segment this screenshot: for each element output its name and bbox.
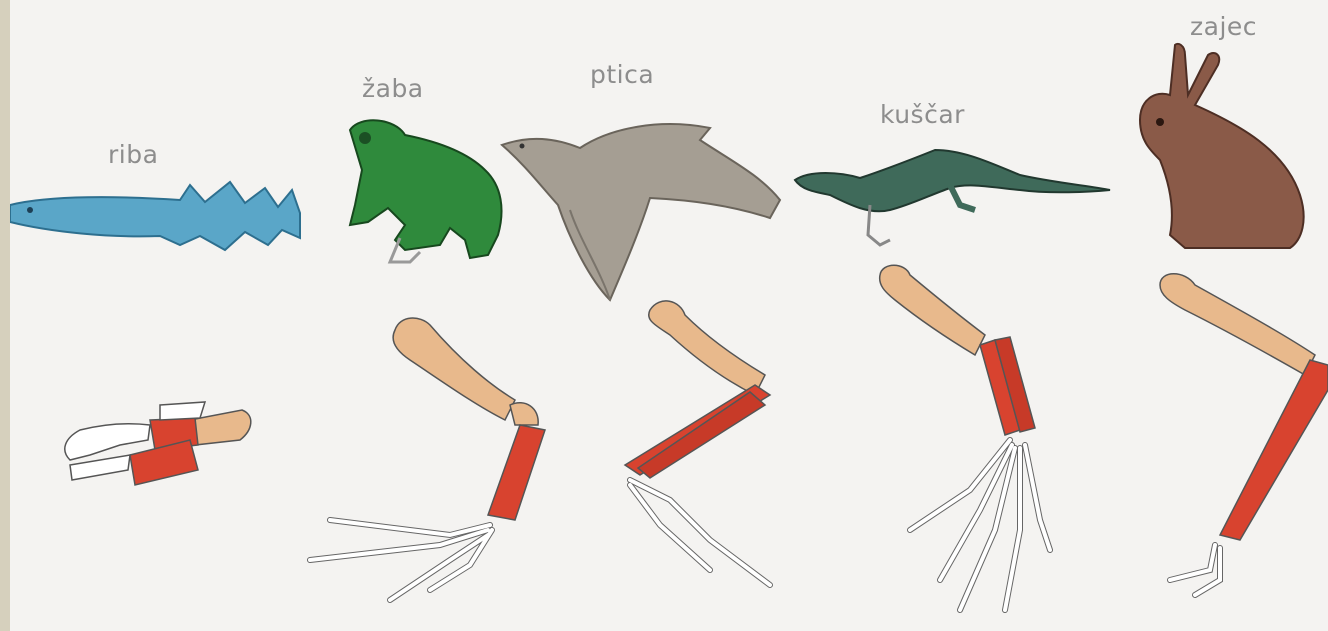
- fish-fin-bones: [65, 402, 251, 485]
- rabbit-illustration: [1140, 44, 1304, 248]
- illustration: [10, 0, 1328, 631]
- rabbit-forelimb-bones: [1160, 274, 1328, 595]
- bird-wing-bones: [625, 301, 770, 585]
- frog-illustration: [350, 120, 502, 262]
- fish-illustration: [10, 182, 300, 250]
- bird-illustration: [502, 124, 780, 300]
- lizard-illustration: [795, 150, 1110, 245]
- frog-forelimb-bones: [310, 318, 545, 600]
- diagram-sheet: riba žaba ptica kuščar zajec: [10, 0, 1328, 631]
- lizard-forelimb-bones: [880, 265, 1050, 610]
